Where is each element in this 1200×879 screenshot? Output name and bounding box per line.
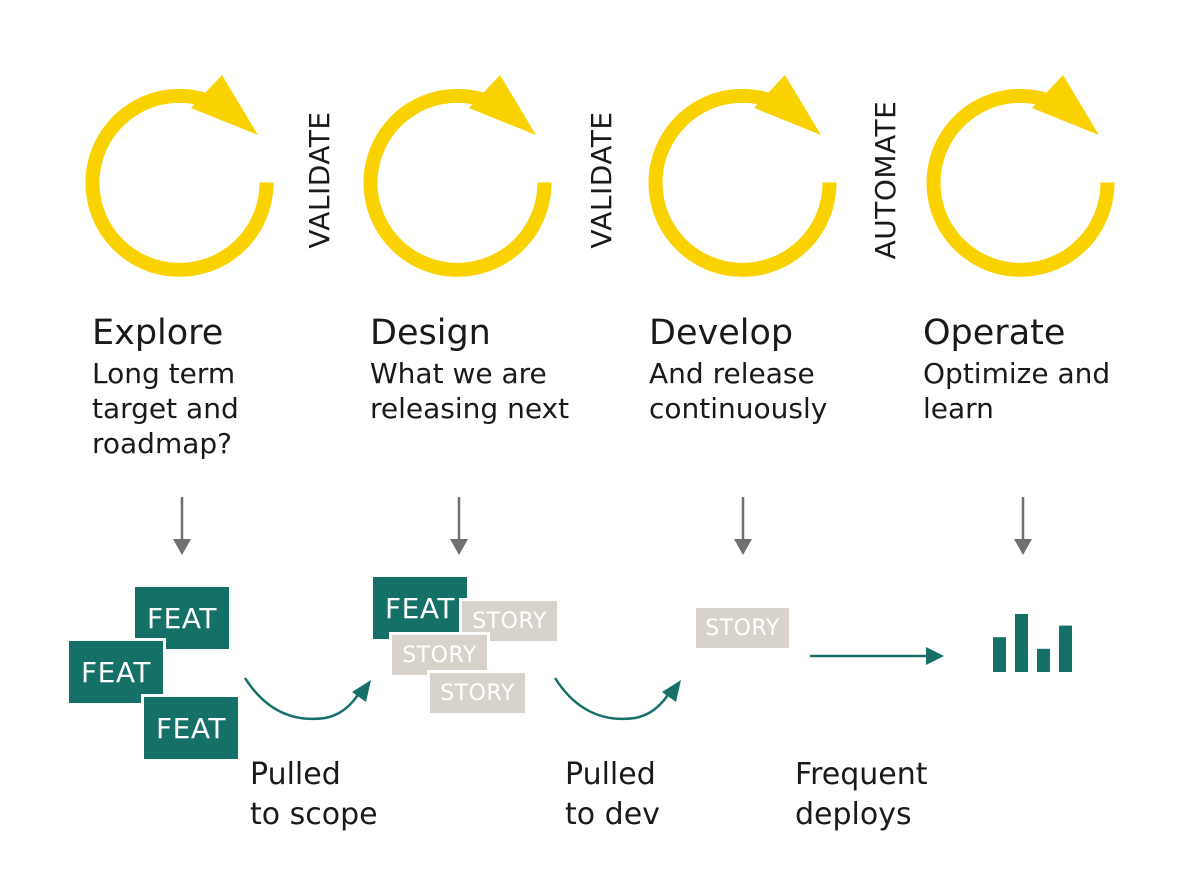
stage-title: Design <box>370 313 491 353</box>
transition-label-validate-1: VALIDATE <box>303 111 336 249</box>
pull-to-scope-arrow-icon <box>243 677 371 721</box>
caption-pulled-to-scope: Pulled to scope <box>250 757 378 832</box>
feat-card: FEAT <box>141 694 241 762</box>
bar-chart-bar <box>1059 625 1072 672</box>
stage-explore: Explore Long term target and roadmap? <box>92 310 342 461</box>
stage-design: Design What we are releasing next <box>370 310 620 426</box>
story-card: STORY <box>693 605 792 651</box>
bar-chart-bar <box>993 637 1006 672</box>
arrow-down-icon <box>450 497 468 555</box>
transition-label-validate-2: VALIDATE <box>585 111 618 249</box>
pull-to-dev-arrow-icon <box>553 677 681 721</box>
bar-chart-bar <box>1015 614 1028 672</box>
caption-pulled-to-dev: Pulled to dev <box>565 757 660 832</box>
stage-title: Operate <box>923 313 1066 353</box>
bar-chart-icon <box>993 614 1072 672</box>
stage-title: Explore <box>92 313 224 353</box>
explore-cycle-icon <box>85 75 274 277</box>
arrow-down-icon <box>1014 497 1032 555</box>
arrow-down-icon <box>173 497 191 555</box>
operate-cycle-icon <box>926 75 1115 277</box>
stage-title: Develop <box>649 313 794 353</box>
stage-operate: Operate Optimize and learn <box>923 310 1173 426</box>
design-cycle-icon <box>363 75 552 277</box>
develop-cycle-icon <box>648 75 837 277</box>
feat-card: FEAT <box>370 574 470 642</box>
stage-description: And release continuously <box>649 357 828 425</box>
stage-description: Optimize and learn <box>923 357 1111 425</box>
bar-chart-bar <box>1037 648 1050 672</box>
story-card: STORY <box>427 670 528 716</box>
feat-card: FEAT <box>66 638 166 706</box>
arrow-down-icon <box>734 497 752 555</box>
transition-label-automate: AUTOMATE <box>869 100 902 260</box>
stage-description: What we are releasing next <box>370 357 570 425</box>
caption-frequent-deploys: Frequent deploys <box>795 757 928 832</box>
stage-description: Long term target and roadmap? <box>92 357 239 460</box>
stage-develop: Develop And release continuously <box>649 310 899 426</box>
feat-card: FEAT <box>132 584 232 652</box>
deploy-arrow-icon <box>810 647 944 665</box>
